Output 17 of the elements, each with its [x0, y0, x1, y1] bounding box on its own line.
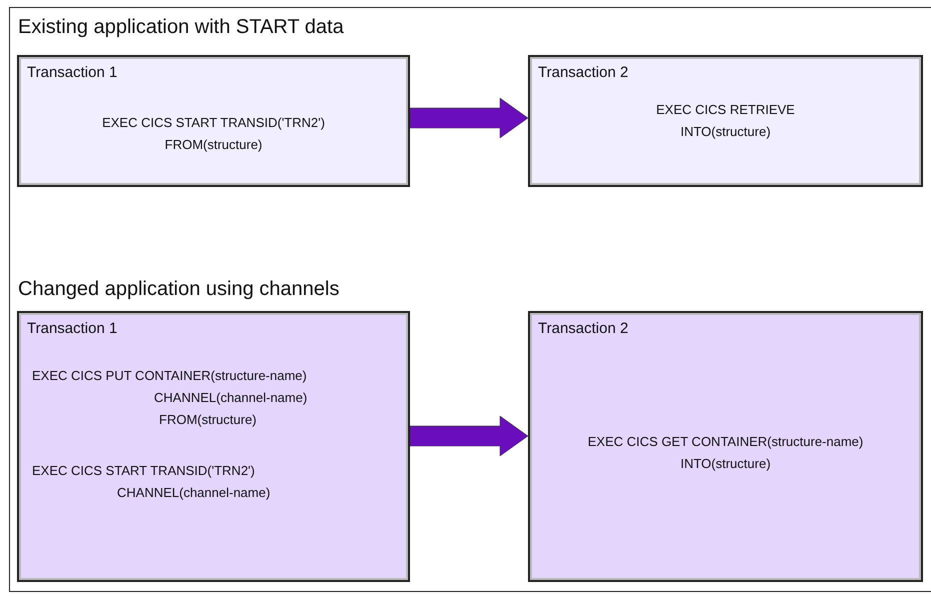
box-title: Transaction 2 [538, 320, 628, 337]
transaction-box [17, 55, 410, 187]
block-arrow [410, 98, 528, 138]
code-statement: EXEC CICS GET CONTAINER(structure-name) INTO(structure) [586, 433, 864, 473]
code-statement: EXEC CICS RETRIEVE INTO(structure) [655, 101, 796, 141]
box-title: Transaction 1 [27, 64, 118, 81]
section-heading: Changed application using channels [18, 278, 340, 301]
transaction-box [17, 311, 410, 582]
code-statement: EXEC CICS START TRANSID('TRN2') CHANNEL(channel-name) [32, 462, 270, 502]
box-title: Transaction 1 [27, 320, 118, 337]
transaction-box [528, 55, 923, 187]
code-statement: EXEC CICS START TRANSID('TRN2') FROM(structure) [101, 114, 326, 154]
code-statement: EXEC CICS PUT CONTAINER(structure-name) CHANNEL(channel-name) FROM(structure) [32, 367, 308, 429]
box-title: Transaction 2 [538, 64, 628, 81]
section-heading: Existing application with START data [18, 16, 344, 39]
transaction-box [528, 311, 923, 582]
block-arrow [410, 416, 528, 456]
